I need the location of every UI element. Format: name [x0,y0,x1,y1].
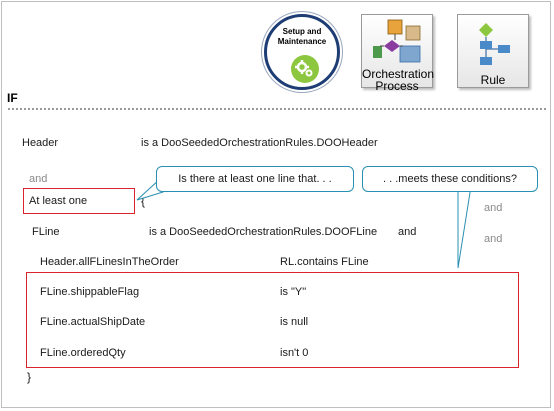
setup-label: Setup and Maintenance [277,27,327,46]
fline-variable: FLine [32,226,60,238]
if-section-label: IF [7,91,18,105]
header-variable: Header [22,137,59,149]
at-least-one-highlight [23,188,135,214]
condition-attr: FLine.actualShipDate [40,316,146,328]
rule-flow-icon [479,23,510,65]
right-and-keyword-1: and [484,202,503,214]
close-brace: } [27,370,32,384]
right-and-keyword-2: and [484,233,503,245]
condition-attr: FLine.shippableFlag [40,286,140,298]
open-brace: { [141,194,146,208]
orchestration-process-icon [373,19,421,63]
callout-left: Is there at least one line that. . . [156,166,354,192]
lines-condition: RL.contains FLine [280,256,369,268]
condition-test: is "Y" [280,286,307,298]
fline-and-keyword: and [398,226,417,238]
and-keyword: and [29,173,48,185]
fline-type: is a DooSeededOrchestrationRules.DOOFLin… [149,226,378,238]
setup-and-maintenance-icon[interactable]: Setup and Maintenance [264,14,340,90]
orchestration-process-tile[interactable]: Orchestration Process [361,14,434,92]
at-least-one-label: At least one [29,195,88,207]
condition-attr: FLine.orderedQty [40,347,126,359]
condition-test: is null [280,316,309,328]
rule-label: Rule [480,73,506,87]
condition-test: isn't 0 [280,347,309,359]
section-divider [8,108,546,110]
conditions-highlight [26,272,519,368]
orchestration-process-label: Orchestration Process [362,67,435,93]
rule-tile[interactable]: Rule [457,14,529,88]
header-type: is a DooSeededOrchestrationRules.DOOHead… [141,137,378,149]
lines-variable: Header.allFLinesInTheOrder [40,256,179,268]
gear-icon [291,55,319,83]
callout-right: . . .meets these conditions? [362,166,538,192]
